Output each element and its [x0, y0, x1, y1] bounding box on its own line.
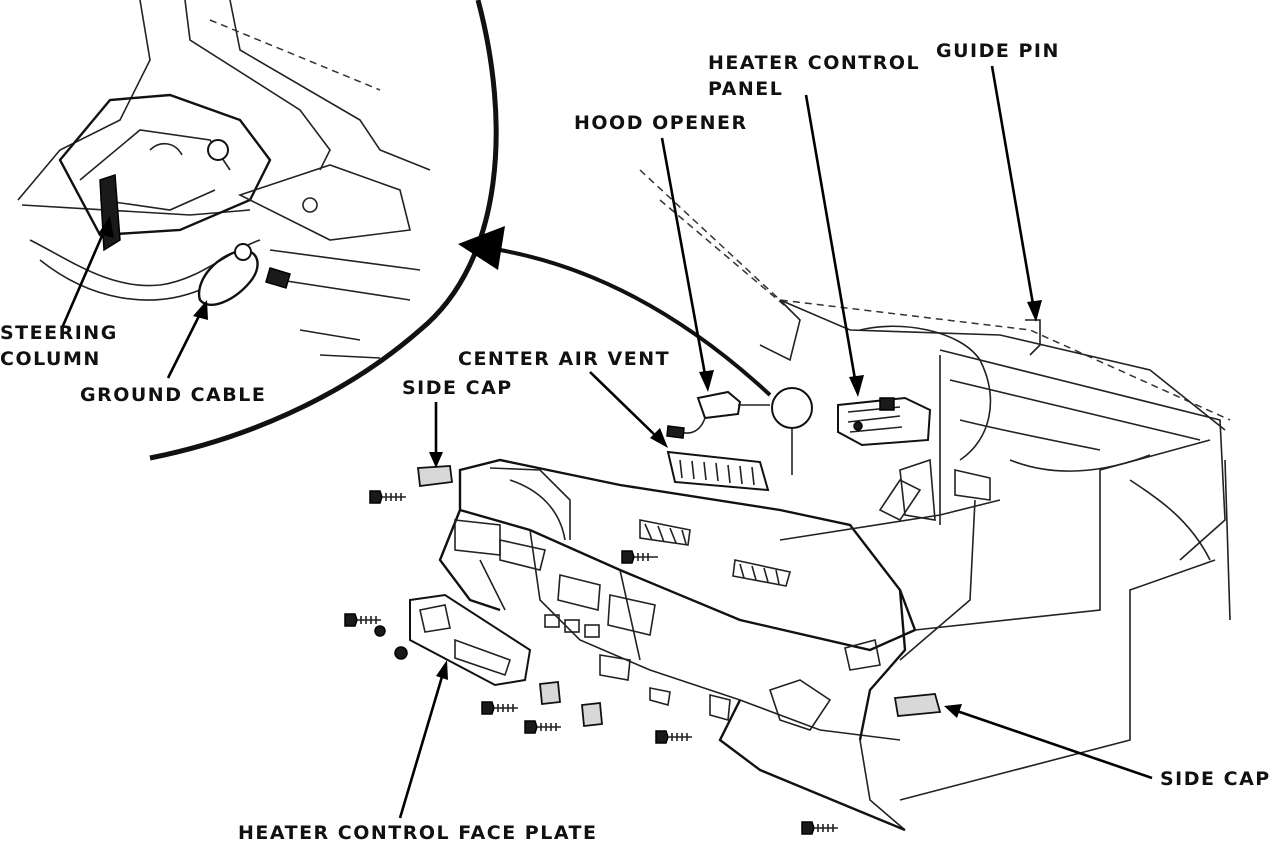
label-center-air-vent: CENTER AIR VENT	[458, 348, 671, 370]
ground-cable-loop	[197, 248, 259, 306]
label-heater-control-panel-line1: HEATER CONTROL	[708, 52, 921, 74]
vehicle-body	[639, 169, 1231, 621]
heater-control-face-plate-part	[409, 593, 532, 687]
center-air-vent-part	[666, 450, 770, 492]
dashboard-assembly	[438, 439, 1216, 832]
label-steering-column: STEERING COLUMN	[0, 320, 118, 372]
bolt-icon	[344, 490, 838, 835]
detail-inset-artwork	[17, 0, 431, 359]
curved-arrow-icon	[458, 226, 813, 475]
detail-inset	[17, 0, 499, 461]
hood-opener-part	[666, 390, 770, 439]
label-leaders	[398, 65, 1153, 819]
label-hood-opener: HOOD OPENER	[574, 112, 748, 134]
label-ground-cable: GROUND CABLE	[80, 384, 267, 406]
detail-inset-border	[149, 0, 499, 461]
label-side-cap-left: SIDE CAP	[402, 377, 513, 399]
label-steering-column-line1: STEERING	[0, 322, 118, 344]
heater-control-panel-part	[837, 396, 932, 447]
label-heater-control-face-plate: HEATER CONTROL FACE PLATE	[238, 822, 598, 844]
label-heater-control-panel: HEATER CONTROL PANEL	[708, 50, 920, 102]
label-heater-control-panel-line2: PANEL	[708, 78, 784, 100]
clips	[539, 681, 603, 727]
label-steering-column-line2: COLUMN	[0, 348, 101, 370]
label-side-cap-right: SIDE CAP	[1160, 768, 1271, 790]
side-cap-right-part	[893, 693, 942, 717]
label-guide-pin: GUIDE PIN	[936, 40, 1060, 62]
side-cap-left-part	[417, 465, 454, 488]
